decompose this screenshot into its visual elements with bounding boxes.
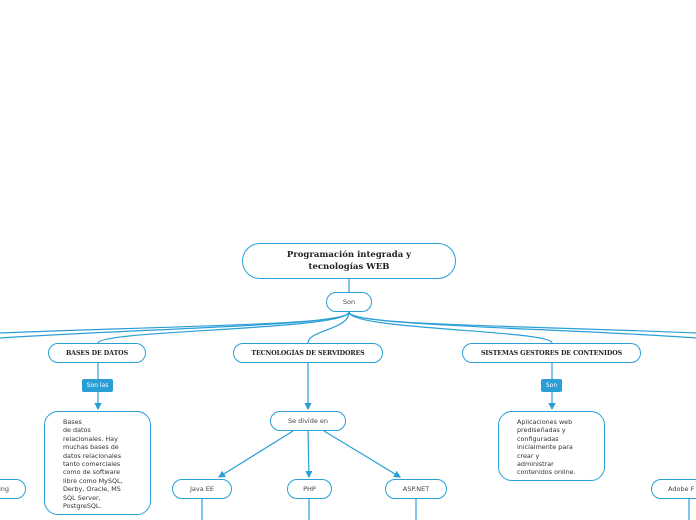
- cms-description-text: Aplicaciones web prediseñadas y configur…: [517, 418, 576, 477]
- node-java-ee[interactable]: Java EE: [172, 479, 232, 499]
- databases-link-tag[interactable]: Son las: [82, 379, 113, 392]
- topic-databases[interactable]: BASES DE DATOS: [48, 343, 146, 363]
- node-asp-net[interactable]: ASP.NET: [385, 479, 447, 499]
- server-divide-label[interactable]: Se divide en: [270, 411, 346, 431]
- cms-link-tag[interactable]: Son: [541, 379, 562, 392]
- node-php[interactable]: PHP: [287, 479, 332, 499]
- node-left-partial[interactable]: ing: [0, 479, 26, 499]
- node-adobe-partial[interactable]: Adobe F: [651, 479, 696, 499]
- root-topic[interactable]: Programación integrada y tecnologías WEB: [242, 243, 456, 279]
- databases-description-text: Bases de datos relacionales. Hay muchas …: [63, 418, 123, 511]
- topic-content-management-systems[interactable]: SISTEMAS GESTORES DE CONTENIDOS: [462, 343, 641, 363]
- topic-server-technologies[interactable]: TECNOLOGÍAS DE SERVIDORES: [233, 343, 383, 363]
- root-title-line1: Programación integrada y: [286, 250, 412, 260]
- databases-description[interactable]: Bases de datos relacionales. Hay muchas …: [44, 411, 151, 515]
- cms-description[interactable]: Aplicaciones web prediseñadas y configur…: [498, 411, 605, 481]
- root-title-line2: tecnologías WEB: [308, 262, 390, 272]
- root-link-label[interactable]: Son: [326, 292, 372, 312]
